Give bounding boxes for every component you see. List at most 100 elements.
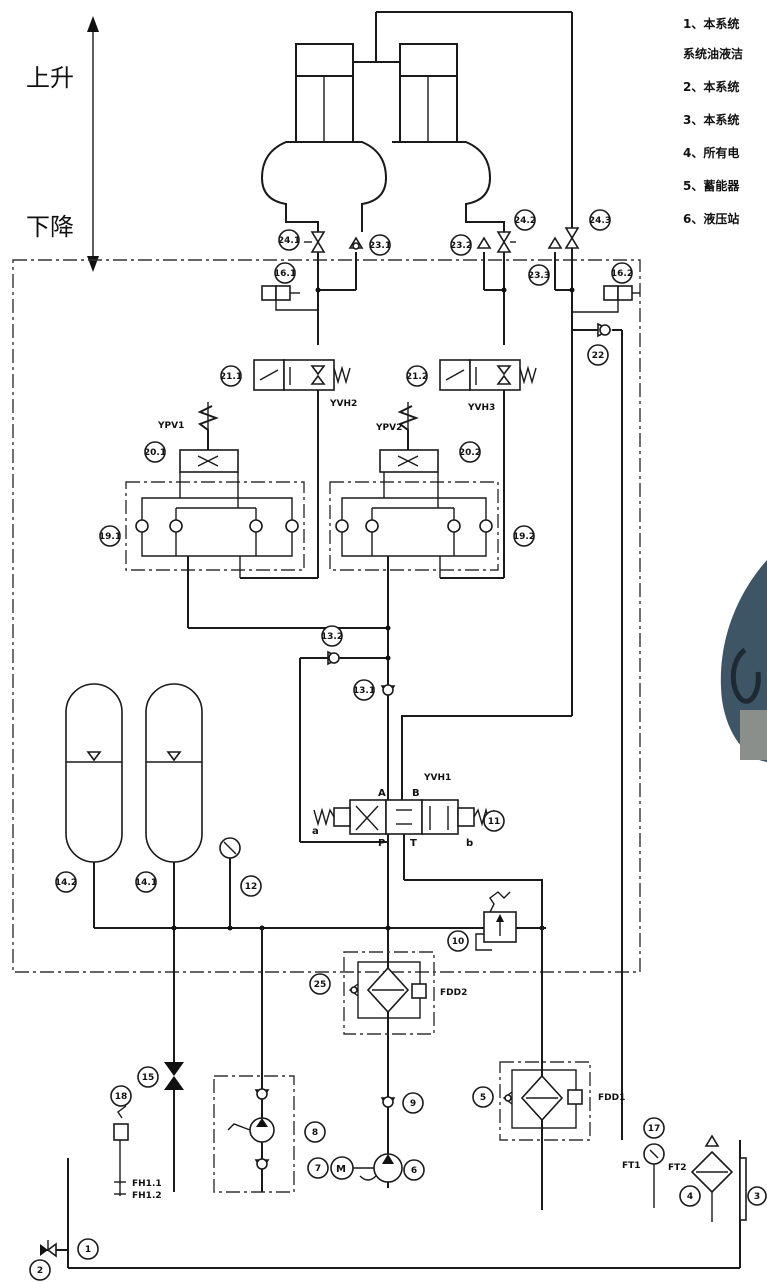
callout-13-2: 13.2 (321, 625, 343, 647)
svg-text:14.2: 14.2 (55, 878, 77, 888)
motor-label: M (336, 1164, 346, 1175)
callout-14-1: 14.1 (135, 871, 157, 893)
callout-17: 17 (643, 1117, 665, 1139)
air-breather-4 (690, 1134, 734, 1222)
pressure-filter-25: FDD2 (343, 951, 467, 1035)
svg-text:9: 9 (410, 1099, 416, 1109)
svg-text:25: 25 (314, 980, 327, 990)
callout-3: 3 (747, 1186, 767, 1206)
oil-tank-3 (40, 1140, 747, 1269)
svg-text:5: 5 (480, 1093, 486, 1103)
svg-text:7: 7 (315, 1164, 321, 1174)
callout-25: 25 (309, 973, 331, 995)
proportional-valve-20-1: YPV1 (157, 402, 239, 473)
svg-text:16.2: 16.2 (611, 269, 633, 279)
callout-24-1: 24.1 (278, 229, 300, 251)
accumulators (65, 683, 203, 1062)
port-b: B (412, 788, 420, 799)
relief-valve-10 (475, 891, 546, 951)
callout-14-2: 14.2 (55, 871, 77, 893)
callout-8: 8 (304, 1121, 326, 1143)
svg-text:20.1: 20.1 (144, 448, 166, 458)
shutoff-valve-15 (164, 1062, 184, 1192)
svg-text:12: 12 (245, 882, 258, 892)
svg-text:23.2: 23.2 (450, 241, 472, 251)
side-b: b (466, 838, 473, 849)
note-2: 2、本系统 (683, 79, 739, 94)
svg-text:11: 11 (488, 817, 501, 827)
equipment-photo-fragment (720, 560, 767, 762)
directional-valve-11: A B P T a b YVH1 (312, 773, 543, 1188)
callout-24-2: 24.2 (514, 209, 536, 231)
svg-text:4: 4 (687, 1192, 693, 1202)
port-a: A (378, 788, 386, 799)
up-label: 上升 (26, 64, 74, 92)
svg-text:14.1: 14.1 (135, 878, 157, 888)
return-filter-5: FDD1 (499, 928, 625, 1210)
svg-text:23.3: 23.3 (528, 271, 550, 281)
port-t: T (410, 838, 417, 849)
solenoid-valve-21-2: YVH3 (439, 359, 537, 413)
callout-16-2: 16.2 (611, 262, 633, 284)
port-p: P (378, 838, 385, 849)
svg-text:3: 3 (754, 1192, 760, 1202)
callout-13-1: 13.1 (353, 679, 375, 701)
callout-19-2: 19.2 (513, 525, 535, 547)
callout-circles: 24.1 23.1 23.2 24.2 24.3 23.3 16.1 16.2 … (29, 209, 767, 1281)
callout-19-1: 19.1 (99, 525, 121, 547)
callout-20-1: 20.1 (144, 441, 166, 463)
direction-indicator: 上升 下降 (26, 16, 99, 272)
thermometer-17: FT1 FT2 (622, 1143, 687, 1208)
svg-text:21.1: 21.1 (220, 372, 242, 382)
down-label: 下降 (26, 213, 74, 241)
note-3: 3、本系统 (683, 112, 739, 127)
label-yvh2: YVH2 (329, 399, 357, 409)
callout-6: 6 (403, 1159, 425, 1181)
pressure-gauge-12 (219, 837, 241, 928)
label-fh1-2: FH1.2 (132, 1191, 162, 1201)
label-yvh1: YVH1 (423, 773, 451, 783)
svg-text:8: 8 (312, 1128, 318, 1138)
callout-9: 9 (402, 1092, 424, 1114)
top-shutoff-valves (304, 227, 580, 716)
callout-1: 1 (77, 1238, 99, 1260)
svg-text:24.2: 24.2 (514, 216, 536, 226)
label-fdd1: FDD1 (598, 1093, 625, 1103)
svg-text:17: 17 (648, 1124, 661, 1134)
solenoid-valve-21-1: YVH2 (253, 359, 357, 409)
callout-21-1: 21.1 (220, 365, 242, 387)
check-bridge-19-2 (329, 472, 504, 579)
svg-text:13.2: 13.2 (321, 632, 343, 642)
label-ypv1: YPV1 (157, 421, 184, 431)
svg-text:2: 2 (37, 1266, 43, 1276)
level-switch-18: FH1.1 FH1.2 (113, 1105, 162, 1201)
callout-23-3: 23.3 (528, 264, 550, 286)
pressure-switches (261, 285, 640, 313)
svg-text:23.1: 23.1 (369, 241, 391, 251)
note-4: 4、所有电 (683, 145, 739, 160)
callout-23-1: 23.1 (369, 234, 391, 256)
callout-12: 12 (240, 875, 262, 897)
callout-21-2: 21.2 (406, 365, 428, 387)
svg-text:19.2: 19.2 (513, 532, 535, 542)
pump-unit: M (330, 1096, 403, 1183)
svg-text:20.2: 20.2 (459, 448, 481, 458)
label-ft1: FT1 (622, 1161, 641, 1171)
callout-22: 22 (587, 344, 609, 366)
svg-text:6: 6 (411, 1166, 417, 1176)
svg-text:16.1: 16.1 (274, 269, 296, 279)
callout-15: 15 (137, 1066, 159, 1088)
callout-10: 10 (447, 930, 469, 952)
svg-text:24.1: 24.1 (278, 236, 300, 246)
svg-text:22: 22 (592, 351, 605, 361)
svg-text:21.2: 21.2 (406, 372, 428, 382)
proportional-valve-20-2: YPV2 (375, 402, 439, 473)
callout-24-3: 24.3 (589, 209, 611, 231)
svg-text:13.1: 13.1 (353, 686, 375, 696)
svg-text:10: 10 (452, 937, 465, 947)
note-6: 6、液压站 (683, 211, 739, 226)
lift-cylinders (260, 11, 573, 232)
callout-20-2: 20.2 (459, 441, 481, 463)
svg-text:24.3: 24.3 (589, 216, 611, 226)
